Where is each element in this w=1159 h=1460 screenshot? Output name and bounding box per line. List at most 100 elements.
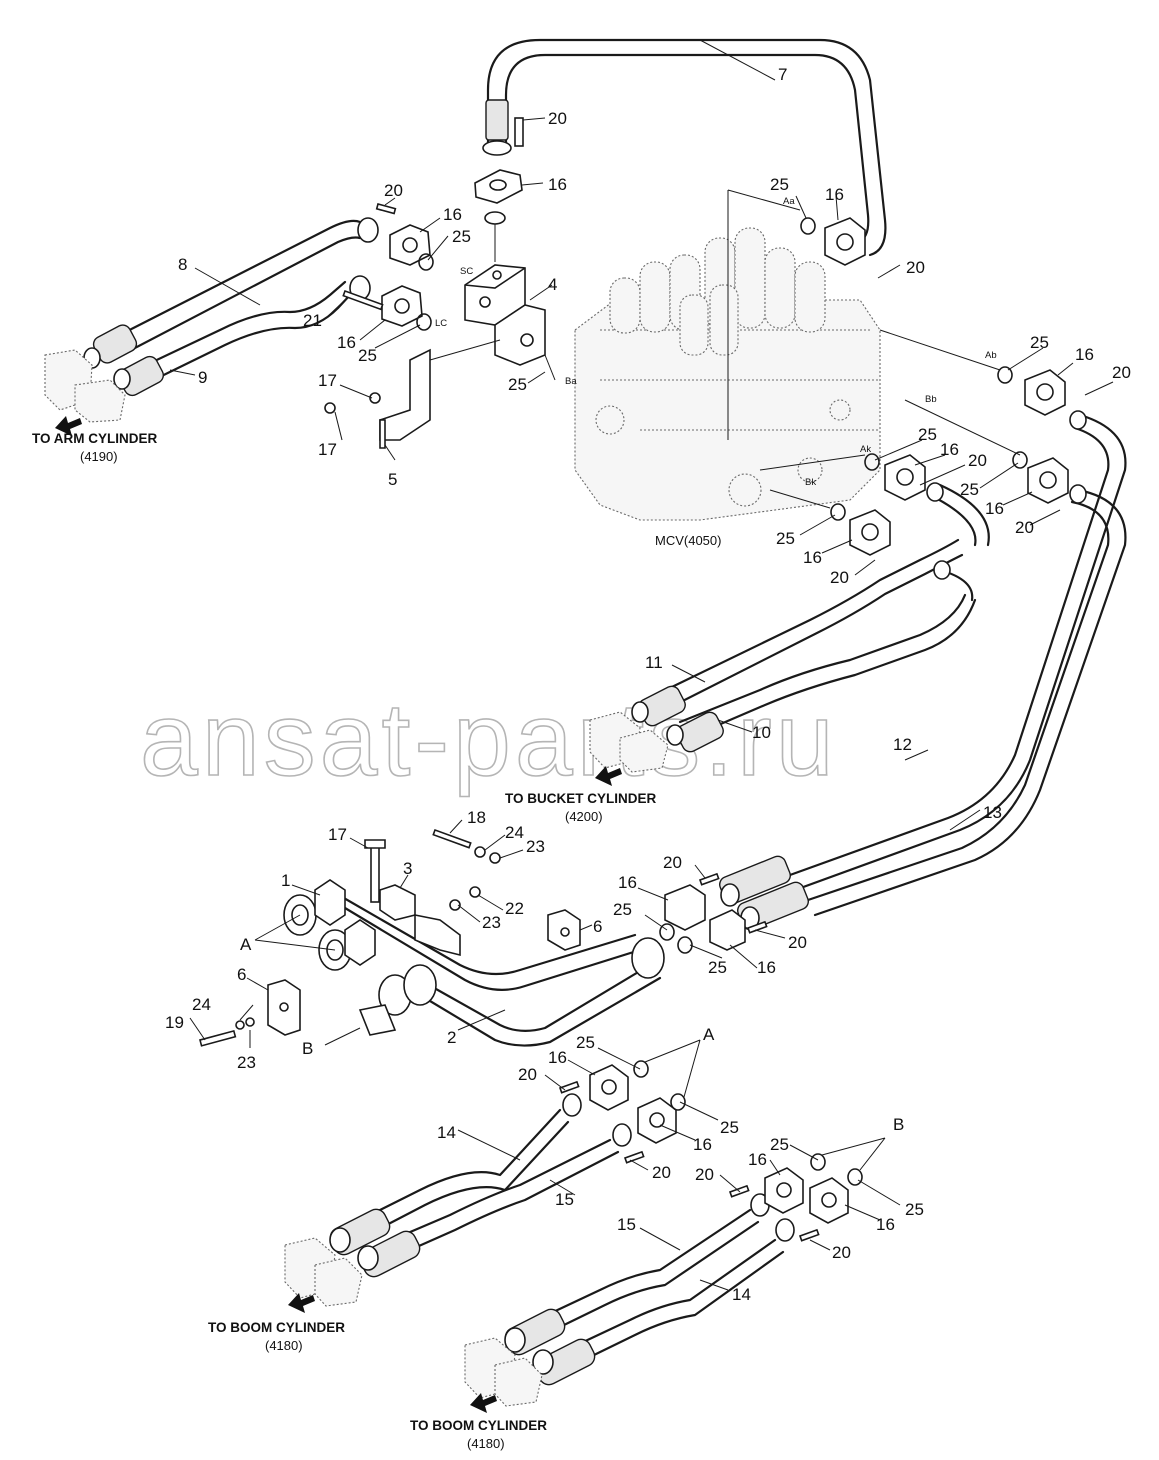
port-bk: Bk: [805, 477, 816, 488]
callout-14: 14: [732, 1285, 751, 1304]
callout-16: 16: [876, 1215, 895, 1234]
valve-block-4: [464, 264, 546, 366]
clamp-6-upper: [547, 909, 581, 951]
fasteners-top: [432, 828, 501, 911]
callout-20: 20: [663, 853, 682, 872]
callout-25: 25: [613, 900, 632, 919]
callout-17: 17: [318, 371, 337, 390]
hoses-12-13: [719, 410, 1127, 931]
watermark: ansat-parts.ru: [140, 682, 838, 798]
callout-20: 20: [788, 933, 807, 952]
flanges-detail-a: [558, 1039, 701, 1164]
arrow-boom-right: [470, 1393, 497, 1413]
callout-19: 19: [165, 1013, 184, 1032]
callout-25: 25: [452, 227, 471, 246]
callout-3: 3: [403, 859, 412, 878]
callout-25: 25: [576, 1033, 595, 1052]
callout-20: 20: [652, 1163, 671, 1182]
callout-25: 25: [905, 1200, 924, 1219]
callout-6: 6: [593, 917, 602, 936]
callout-17: 17: [328, 825, 347, 844]
callout-25: 25: [918, 425, 937, 444]
flange-block-top: [474, 117, 524, 262]
flanges-arm: [342, 203, 434, 331]
callout-20: 20: [695, 1165, 714, 1184]
callout-16: 16: [985, 499, 1004, 518]
callout-25: 25: [960, 480, 979, 499]
flanges-middle: [659, 872, 768, 954]
callout-18: 18: [467, 808, 486, 827]
part-callouts: 7 20 16 20 16 25 8 4 21 16 25 9 17 17 5 …: [165, 65, 1131, 1304]
port-ak: Ak: [860, 444, 871, 455]
dest-boom-right-title: TO BOOM CYLINDER: [410, 1418, 547, 1433]
callout-10: 10: [752, 723, 771, 742]
hoses-14-15-left: [284, 1093, 632, 1307]
callout-23: 23: [482, 913, 501, 932]
callout-16: 16: [618, 873, 637, 892]
callout-8: 8: [178, 255, 187, 274]
callout-20: 20: [832, 1243, 851, 1262]
dest-bucket-code: (4200): [565, 809, 603, 824]
callout-16: 16: [825, 185, 844, 204]
pipes-1-2: [283, 879, 665, 1047]
callout-16: 16: [548, 1048, 567, 1067]
callout-25: 25: [776, 529, 795, 548]
flanges-detail-b: [728, 1137, 886, 1242]
hose-7: [482, 38, 887, 257]
callout-21: 21: [303, 311, 322, 330]
detail-letter-b-ref: B: [893, 1115, 904, 1134]
callout-16: 16: [548, 175, 567, 194]
callout-25: 25: [770, 1135, 789, 1154]
callout-16: 16: [940, 440, 959, 459]
callout-16: 16: [803, 548, 822, 567]
callout-24: 24: [505, 823, 524, 842]
callout-4: 4: [548, 275, 557, 294]
dest-boom-right-code: (4180): [467, 1436, 505, 1451]
detail-letter-a: A: [240, 935, 252, 954]
dest-boom-left-code: (4180): [265, 1338, 303, 1353]
callout-16: 16: [443, 205, 462, 224]
callout-20: 20: [1112, 363, 1131, 382]
callout-23: 23: [526, 837, 545, 856]
callout-23: 23: [237, 1053, 256, 1072]
callout-16: 16: [337, 333, 356, 352]
callout-12: 12: [893, 735, 912, 754]
port-bb: Bb: [925, 394, 937, 405]
bracket-5: [324, 339, 501, 449]
callout-25: 25: [770, 175, 789, 194]
port-ab: Ab: [985, 350, 997, 361]
callout-25: 25: [708, 958, 727, 977]
dest-arm-code: (4190): [80, 449, 118, 464]
port-ba: Ba: [565, 376, 577, 387]
callout-7: 7: [778, 65, 787, 84]
hoses-10-11: [589, 482, 990, 773]
hoses-14-15-right: [464, 1193, 795, 1407]
callout-20: 20: [1015, 518, 1034, 537]
callout-2: 2: [447, 1028, 456, 1047]
callout-15: 15: [555, 1190, 574, 1209]
arrow-boom-left: [288, 1293, 315, 1313]
callout-25: 25: [508, 375, 527, 394]
port-lc: LC: [435, 318, 447, 329]
callout-20: 20: [518, 1065, 537, 1084]
port-leaders: [544, 189, 1021, 509]
port-aa: Aa: [783, 196, 795, 207]
callout-25: 25: [1030, 333, 1049, 352]
bracket-3: [358, 839, 461, 1036]
clamp-6-lower: [199, 979, 301, 1047]
callout-11: 11: [645, 653, 663, 672]
callout-16: 16: [757, 958, 776, 977]
hoses-8-9: [44, 217, 379, 423]
callout-6: 6: [237, 965, 246, 984]
callout-22: 22: [505, 899, 524, 918]
dest-bucket-title: TO BUCKET CYLINDER: [505, 791, 657, 806]
callout-15: 15: [617, 1215, 636, 1234]
callout-25: 25: [358, 346, 377, 365]
dest-arm-title: TO ARM CYLINDER: [32, 431, 158, 446]
callout-24: 24: [192, 995, 211, 1014]
callout-9: 9: [198, 368, 207, 387]
flanges-mcv: [800, 217, 1069, 556]
callout-5: 5: [388, 470, 397, 489]
detail-letter-a-ref: A: [703, 1025, 715, 1044]
